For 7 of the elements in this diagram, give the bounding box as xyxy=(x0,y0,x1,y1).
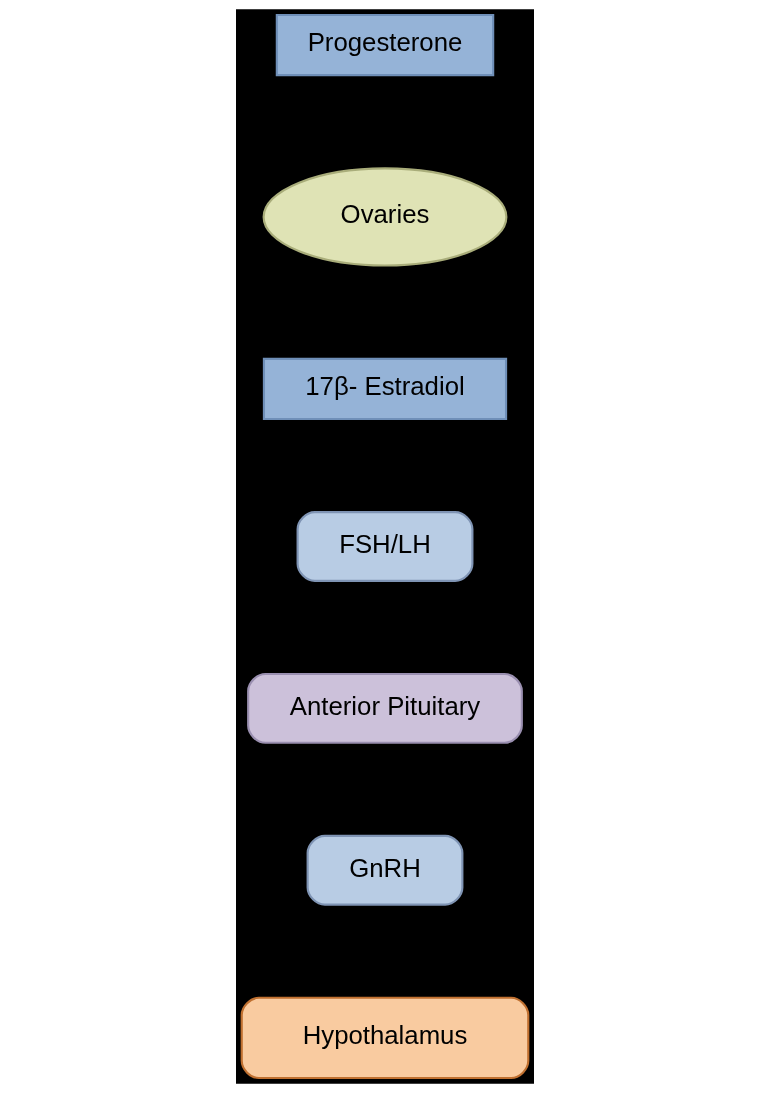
node-box: GnRH xyxy=(306,834,464,906)
node-box: Anterior Pituitary xyxy=(247,672,523,744)
node-box: FSH/LH xyxy=(296,511,474,582)
node-box: Hypothalamus xyxy=(240,996,530,1080)
node-ellipse: Ovaries xyxy=(262,167,508,267)
node-box: 17β- Estradiol xyxy=(262,357,508,421)
node-box: Progesterone xyxy=(275,13,495,77)
